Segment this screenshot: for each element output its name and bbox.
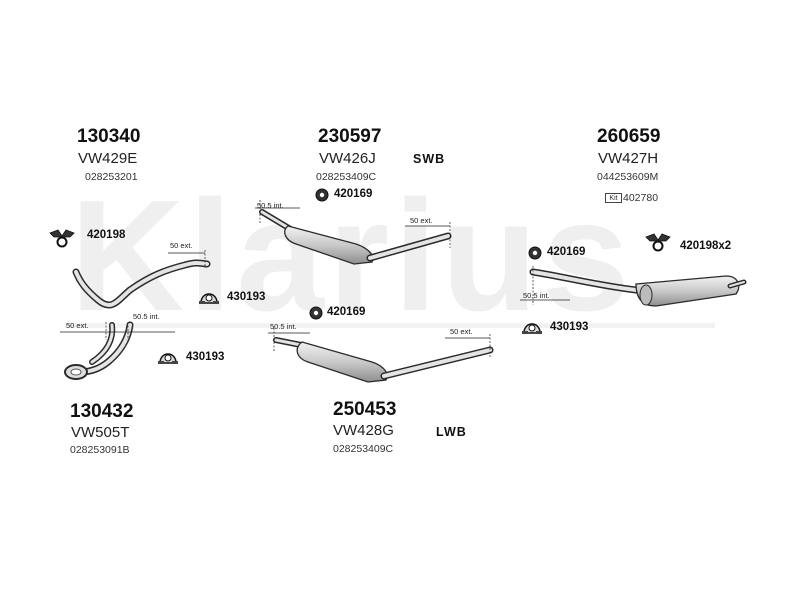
- dim-rear-int: 50.5 int.: [523, 291, 550, 300]
- part-number-front-link: 130340: [77, 126, 141, 147]
- oem-rear: 044253609M: [597, 171, 659, 183]
- dim-front-ext: 50 ext.: [66, 321, 89, 330]
- clamp-icon: [199, 293, 219, 304]
- dim-lwb-ext: 50 ext.: [450, 327, 473, 336]
- hanger-icon: [645, 233, 671, 252]
- rear-silencer: [529, 268, 747, 307]
- ref-rear: VW427H: [598, 150, 659, 167]
- variant-lwb: LWB: [436, 425, 467, 439]
- dim-swb-int: 50.5 int.: [257, 201, 284, 210]
- rubber-ring-icon: [309, 306, 323, 320]
- accessory-clamp-rear: 430193: [550, 321, 589, 333]
- part-number-mid-swb: 230597: [318, 126, 382, 147]
- accessory-ring-swb: 420169: [334, 188, 373, 200]
- dim-link-ext: 50 ext.: [170, 241, 193, 250]
- watermark-underline: [65, 323, 715, 328]
- rubber-ring-icon: [528, 246, 542, 260]
- hanger-icon: [49, 229, 75, 248]
- oem-mid-swb: 028253409C: [316, 171, 377, 183]
- front-link-pipe: [72, 259, 211, 309]
- front-pipe: [64, 321, 134, 380]
- rubber-ring-icon: [315, 188, 329, 202]
- accessory-ring-mid: 420169: [327, 306, 366, 318]
- mid-silencer-lwb: [273, 337, 494, 383]
- oem-front-pipe: 028253091B: [70, 444, 130, 456]
- dim-lwb-int: 50.5 int.: [270, 322, 297, 331]
- accessory-hanger-front: 420198: [87, 229, 126, 241]
- part-number-mid-lwb: 250453: [333, 399, 397, 420]
- ref-mid-swb: VW426J: [319, 150, 376, 167]
- clamp-icon: [522, 323, 542, 334]
- part-number-rear: 260659: [597, 126, 661, 147]
- variant-swb: SWB: [413, 152, 446, 166]
- accessory-hanger-rear: 420198x2: [680, 240, 732, 252]
- accessory-clamp-front: 430193: [227, 291, 266, 303]
- kit-number-rear: 402780: [623, 192, 659, 204]
- ref-front-link: VW429E: [78, 150, 138, 167]
- dim-front-int: 50.5 int.: [133, 312, 160, 321]
- part-number-front-pipe: 130432: [70, 401, 134, 422]
- oem-mid-lwb: 028253409C: [333, 443, 394, 455]
- clamp-icon: [158, 353, 178, 364]
- dim-swb-ext: 50 ext.: [410, 216, 433, 225]
- kit-badge: Kit: [605, 193, 622, 203]
- oem-front-link: 028253201: [85, 171, 138, 183]
- ref-mid-lwb: VW428G: [333, 422, 394, 439]
- ref-front-pipe: VW505T: [71, 424, 130, 441]
- mid-silencer-swb: [259, 209, 452, 265]
- accessory-ring-rear: 420169: [547, 246, 586, 258]
- accessory-clamp-front-lower: 430193: [186, 351, 225, 363]
